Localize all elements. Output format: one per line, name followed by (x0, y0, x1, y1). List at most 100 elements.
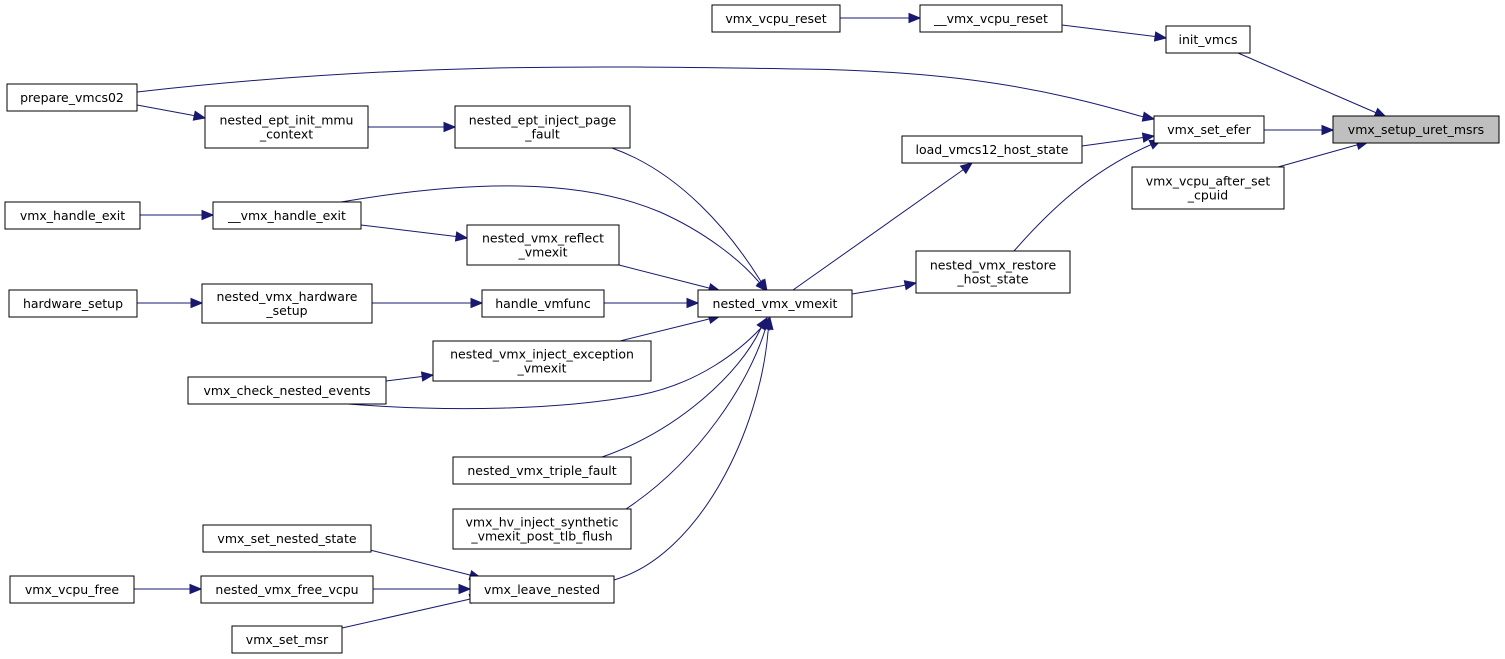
node-label: vmx_set_efer (1167, 122, 1251, 137)
node-nested-vmx-free-vcpu[interactable]: nested_vmx_free_vcpu (200, 575, 374, 604)
edge-line-end (759, 327, 762, 331)
node-label: vmx_set_nested_state (217, 531, 356, 546)
node-label: vmx_check_nested_events (203, 383, 370, 398)
node-handle-vmfunc[interactable]: handle_vmfunc (481, 289, 605, 318)
edge-line (792, 171, 961, 291)
edge-line (1013, 145, 1149, 252)
edge-init-vmcs-to-vmx-setup-uret-msrs (1237, 52, 1388, 118)
node-box (697, 289, 853, 318)
edge-line-end (900, 284, 906, 287)
arrowhead (470, 297, 484, 309)
node-label: vmx_vcpu_free (25, 582, 120, 597)
node-nested-vmx-hardware-setup[interactable]: nested_vmx_hardware_setup (201, 283, 373, 324)
node-label: __vmx_vcpu_reset (933, 11, 1048, 26)
node-init-vmcs[interactable]: init_vmcs (1165, 25, 1251, 54)
node-box (454, 105, 631, 149)
node-vmx-set-msr[interactable]: vmx_set_msr (231, 625, 343, 654)
node-vmx-set-nested-state[interactable]: vmx_set_nested_state (202, 524, 372, 553)
arrowhead (189, 583, 203, 595)
edge-vmx-set-efer-to-vmx-setup-uret-msrs (1264, 124, 1335, 136)
node-nested-ept-inject-page-fault[interactable]: nested_ept_inject_page_fault (454, 105, 631, 149)
node-load-vmcs12-host-state[interactable]: load_vmcs12_host_state (901, 135, 1083, 164)
edge-vmx-leave-nested-to-nested-vmx-vmexit (613, 316, 774, 581)
arrowhead (1321, 124, 1335, 136)
edge-line-end (451, 235, 457, 238)
node-box (481, 289, 605, 318)
edge-nested-vmx-hardware-setup-to-handle-vmfunc (372, 297, 484, 309)
node-nested-vmx-inject-exception-vmexit[interactable]: nested_vmx_inject_exception_vmexit (432, 340, 652, 382)
node-nested-ept-init-mmu-context[interactable]: nested_ept_init_mmu_context (204, 105, 369, 149)
node-label: init_vmcs (1179, 32, 1238, 47)
node-label: vmx_handle_exit (20, 208, 125, 223)
node-vmx-vcpu-reset[interactable]: vmx_vcpu_reset (711, 4, 841, 33)
node-vmx-leave-nested[interactable]: vmx_leave_nested (469, 575, 615, 604)
edge-nested-vmx-reflect-vmexit-to-nested-vmx-vmexit (618, 264, 722, 294)
edge-nested-vmx-free-vcpu-to-vmx-leave-nested (373, 583, 472, 595)
edge-line (619, 319, 706, 342)
node-label: load_vmcs12_host_state (916, 142, 1069, 157)
node-label: handle_vmfunc (495, 296, 591, 311)
node-nested-vmx-triple-fault[interactable]: nested_vmx_triple_fault (452, 456, 632, 485)
edge-vmx-set-nested-state-to-vmx-leave-nested (369, 549, 483, 581)
edge-line-end (417, 375, 423, 378)
edge-line (347, 328, 761, 410)
edge-vmx-handle-exit-to-vmx-handle-exit (140, 209, 215, 221)
node-label: vmx_hv_inject_synthetic (466, 515, 619, 530)
edge-vmx-check-nested-events-to-nested-vmx-inject-exception-vmexit (385, 371, 435, 382)
node-vmx-vcpu-free[interactable]: vmx_vcpu_free (9, 575, 135, 604)
node-vmx-handle-exit[interactable]: vmx_handle_exit (4, 201, 141, 230)
edge-line (625, 329, 766, 510)
edge-line-end (757, 280, 761, 284)
arrowhead (443, 121, 457, 133)
node-label: _vmexit (517, 245, 567, 260)
graph-nodes: vmx_setup_uret_msrs init_vmcs vmx_set_efer… (4, 4, 1500, 654)
node-label: nested_vmx_triple_fault (467, 463, 616, 478)
edge-line (1277, 145, 1354, 168)
node-label: _host_state (956, 272, 1028, 287)
node-label: nested_vmx_vmexit (713, 296, 838, 311)
node-nested-vmx-reflect-vmexit[interactable]: nested_vmx_reflect_vmexit (466, 224, 620, 266)
node-vmx-vcpu-after-set-cpuid[interactable]: vmx_vcpu_after_set_cpuid (1131, 166, 1285, 210)
arrowhead (1141, 111, 1156, 122)
arrowhead (908, 12, 922, 24)
node-vmx-set-efer[interactable]: vmx_set_efer (1153, 115, 1265, 144)
graph-edges (134, 12, 1388, 629)
edge-line-end (704, 318, 710, 321)
node-box (901, 135, 1083, 164)
node-label: nested_vmx_inject_exception (450, 347, 634, 362)
node-nested-vmx-restore-host-state[interactable]: nested_vmx_restore_host_state (915, 250, 1071, 294)
node-box (711, 4, 841, 33)
node-vmx-handle-exit[interactable]: __vmx_handle_exit (212, 201, 362, 230)
node-nested-vmx-vmexit[interactable]: nested_vmx_vmexit (697, 289, 853, 318)
edge-vmx-vcpu-reset-to-vmx-vcpu-reset (840, 12, 922, 24)
node-label: vmx_leave_nested (484, 582, 600, 597)
edge-vmx-vcpu-reset-to-init-vmcs (1061, 24, 1168, 42)
node-label: vmx_vcpu_reset (725, 11, 826, 26)
node-box (187, 376, 387, 405)
edge-line (341, 599, 467, 629)
node-label: _context (259, 127, 313, 142)
edge-line (851, 285, 902, 295)
node-label: prepare_vmcs02 (20, 90, 124, 105)
node-vmx-vcpu-reset[interactable]: __vmx_vcpu_reset (919, 4, 1063, 33)
edge-line-end (1371, 110, 1377, 114)
edge-line (618, 264, 706, 288)
node-vmx-hv-inject-synthetic-vmexit-post-tlb-flush[interactable]: vmx_hv_inject_synthetic_vmexit_post_tlb_… (452, 508, 632, 550)
arrowhead (192, 110, 207, 121)
node-vmx-check-nested-events[interactable]: vmx_check_nested_events (187, 376, 387, 405)
node-hardware-setup[interactable]: hardware_setup (8, 289, 138, 318)
edge-prepare-vmcs02-to-vmx-set-efer (136, 66, 1156, 122)
node-prepare-vmcs02[interactable]: prepare_vmcs02 (6, 83, 138, 112)
node-box (6, 83, 138, 112)
edge-line-end (465, 573, 471, 576)
node-box (432, 340, 652, 382)
edge-line-end (704, 286, 710, 289)
node-vmx-setup-uret-msrs[interactable]: vmx_setup_uret_msrs (1332, 115, 1500, 144)
edge-line (1237, 52, 1373, 112)
edge-line (1081, 137, 1141, 147)
node-label: nested_vmx_hardware (217, 289, 358, 304)
node-box (231, 625, 343, 654)
arrowhead (959, 162, 974, 175)
edge-line (360, 224, 453, 237)
node-label: _fault (524, 127, 560, 142)
